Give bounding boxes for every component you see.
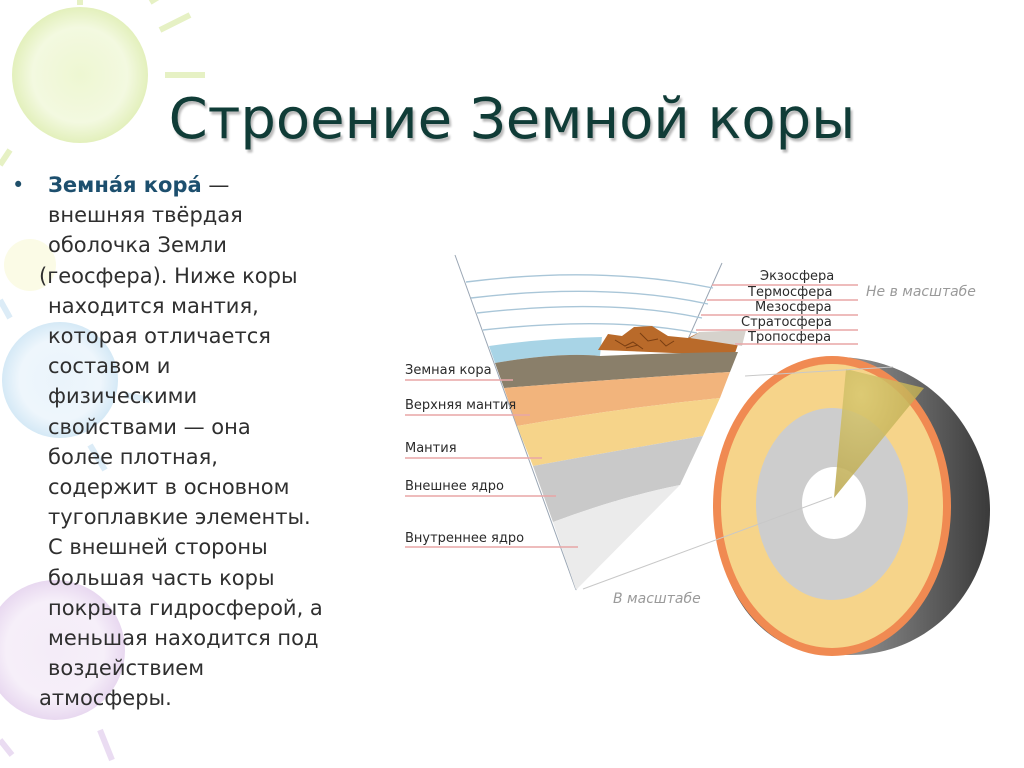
inner-core-disc	[802, 467, 866, 539]
label-to-scale: В масштабе	[613, 591, 701, 607]
label-outer-core: Внешнее ядро	[405, 479, 504, 494]
label-mesosphere: Мезосфера	[755, 300, 832, 315]
label-exosphere: Экзосфера	[760, 269, 834, 284]
label-upper-mantle: Верхняя мантия	[405, 398, 516, 413]
label-thermosphere: Термосфера	[747, 285, 832, 300]
label-mantle: Мантия	[405, 441, 457, 456]
label-crust: Земная кора	[405, 363, 492, 378]
label-stratosphere: Стратосфера	[741, 315, 832, 330]
atmosphere-arc-exosphere	[466, 275, 713, 288]
atmosphere-arc-thermosphere	[471, 291, 708, 304]
atmosphere-arc-stratosphere	[483, 324, 697, 333]
label-troposphere: Тропосфера	[747, 330, 831, 345]
atmosphere-arc-mesosphere	[477, 307, 702, 318]
label-not-to-scale: Не в масштабе	[866, 284, 976, 300]
label-inner-core: Внутреннее ядро	[405, 531, 524, 546]
